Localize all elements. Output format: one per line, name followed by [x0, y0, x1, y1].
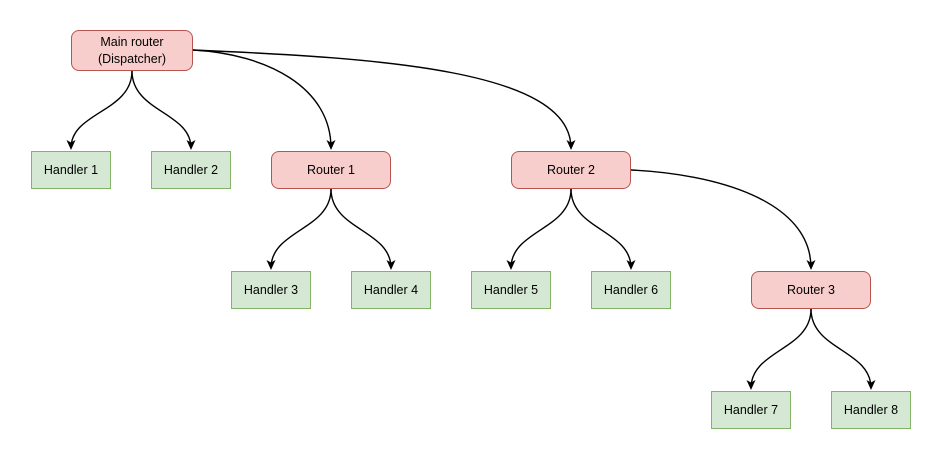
router-1-label: Router 1 [307, 162, 355, 177]
edge-main-router-to-router2 [192, 49, 576, 150]
main-router-sublabel: (Dispatcher) [97, 51, 167, 66]
handler-6-label: Handler 6 [603, 282, 659, 297]
handler-5-label: Handler 5 [483, 282, 539, 297]
node-main-router: Main router (Dispatcher) [71, 30, 193, 71]
node-handler-6: Handler 6 [591, 271, 671, 309]
edge-main-router-to-handler2 [131, 70, 196, 150]
handler-2-label: Handler 2 [163, 162, 219, 177]
edge-router2-to-handler6 [570, 188, 636, 270]
node-router-3: Router 3 [751, 271, 871, 309]
edge-router1-to-handler3 [266, 188, 332, 270]
node-handler-8: Handler 8 [831, 391, 911, 429]
node-handler-3: Handler 3 [231, 271, 311, 309]
edge-router2-to-handler5 [506, 188, 572, 270]
edge-main-router-to-router1 [192, 49, 336, 150]
edge-router1-to-handler4 [330, 188, 396, 270]
node-handler-1: Handler 1 [31, 151, 111, 189]
router-3-label: Router 3 [787, 282, 835, 297]
node-handler-7: Handler 7 [711, 391, 791, 429]
edge-router3-to-handler8 [810, 308, 876, 390]
node-handler-5: Handler 5 [471, 271, 551, 309]
node-handler-2: Handler 2 [151, 151, 231, 189]
main-router-label: Main router [100, 35, 164, 50]
edge-router3-to-handler7 [746, 308, 812, 390]
handler-3-label: Handler 3 [243, 282, 299, 297]
handler-4-label: Handler 4 [363, 282, 419, 297]
node-router-2: Router 2 [511, 151, 631, 189]
edge-router2-to-router3 [630, 169, 816, 270]
edge-main-router-to-handler1 [66, 70, 133, 150]
handler-8-label: Handler 8 [843, 402, 899, 417]
router-2-label: Router 2 [547, 162, 595, 177]
node-handler-4: Handler 4 [351, 271, 431, 309]
node-router-1: Router 1 [271, 151, 391, 189]
handler-1-label: Handler 1 [43, 162, 99, 177]
handler-7-label: Handler 7 [723, 402, 779, 417]
